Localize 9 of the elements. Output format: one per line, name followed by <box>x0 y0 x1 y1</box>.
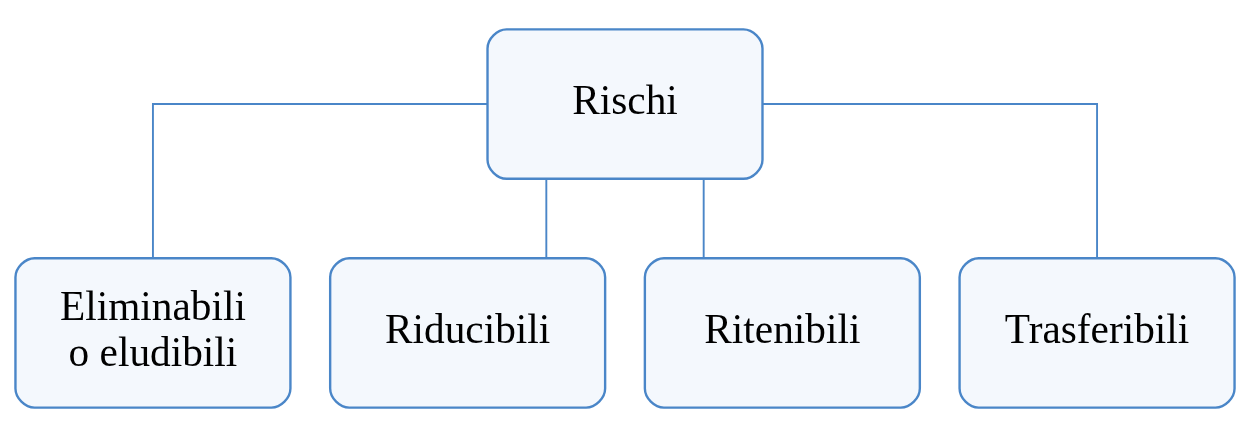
node-box: Riducibili <box>328 256 607 409</box>
connector <box>702 177 705 259</box>
node-box: Eliminabili o eludibili <box>14 256 292 409</box>
connector <box>545 177 548 259</box>
node-box: Ritenibili <box>643 256 922 409</box>
node-box: Rischi <box>486 27 764 180</box>
connector <box>152 102 489 259</box>
node-box: Trasferibili <box>958 256 1236 409</box>
connector <box>761 102 1098 259</box>
